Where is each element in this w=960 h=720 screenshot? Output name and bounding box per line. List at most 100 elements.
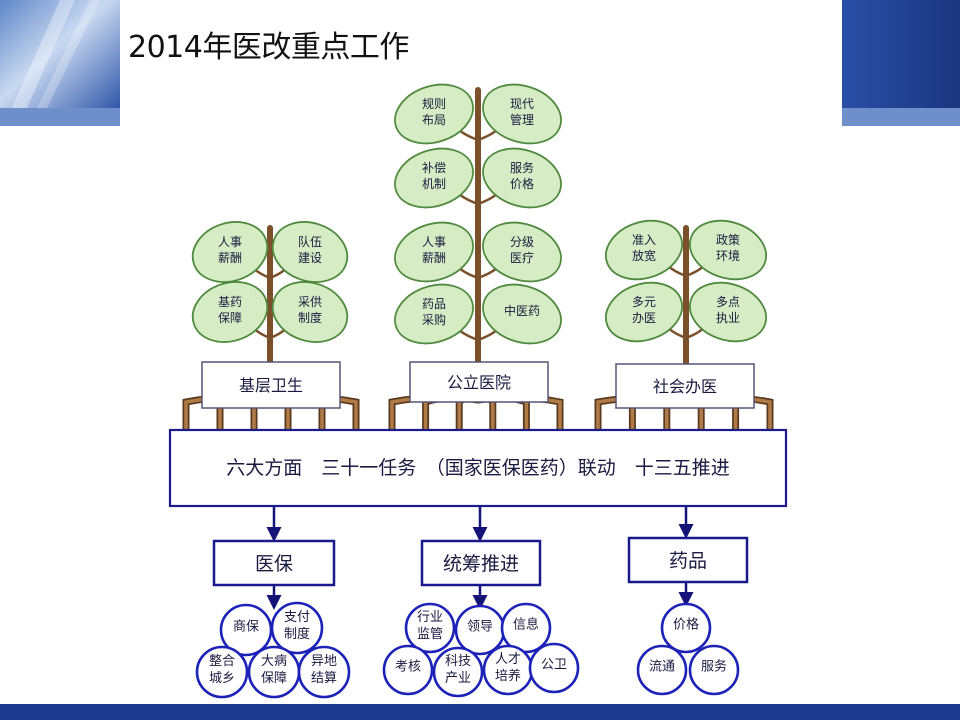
tree-base-box: 基层卫生 <box>201 361 341 409</box>
leaf-label-line1: 多元 <box>632 295 656 309</box>
leaf-label-line1: 服务 <box>510 160 534 175</box>
leaf-shape <box>689 281 767 343</box>
leaf-shape <box>605 219 683 281</box>
leaf-label-line2: 价格 <box>510 176 534 191</box>
category-box: 医保 <box>212 539 336 587</box>
item-circle: 公卫 <box>528 642 580 694</box>
leaf-shape <box>689 219 767 281</box>
leaf-label-line1: 基药 <box>218 295 242 309</box>
leaf-label-line2: 办医 <box>632 310 656 325</box>
category-label: 医保 <box>255 553 293 575</box>
leaf-label-line1: 人事 <box>422 235 446 249</box>
item-circle: 领导 <box>454 604 506 656</box>
tree-base-label: 公立医院 <box>447 373 511 392</box>
leaf-label-line1: 中医药 <box>504 303 540 318</box>
category-label: 药品 <box>669 550 707 572</box>
item-circle-label-line1: 公卫 <box>541 658 567 673</box>
item-circle-label-line1: 异地 <box>311 654 337 669</box>
leaf-label-line2: 薪酬 <box>422 251 446 265</box>
leaf-shape <box>271 221 349 283</box>
item-circle: 服务 <box>688 644 740 696</box>
leaf-label-line1: 补偿 <box>422 160 446 175</box>
leaf-label-line1: 规则 <box>422 96 446 111</box>
item-circle-label: 商保 <box>233 620 259 635</box>
item-circle-label-line2: 保障 <box>261 671 287 686</box>
item-circle: 信息 <box>500 602 552 654</box>
category-box: 药品 <box>627 536 749 584</box>
leaf-label-line2: 管理 <box>510 112 534 127</box>
leaf-label-line2: 薪酬 <box>218 251 242 265</box>
item-circle-label: 公卫 <box>541 658 567 673</box>
tree-base-box: 公立医院 <box>409 361 549 403</box>
item-circle-label-line1: 行业 <box>417 610 443 625</box>
leaf-label: 中医药 <box>504 303 540 318</box>
item-circle: 流通 <box>636 644 688 696</box>
item-circle-label: 服务 <box>701 659 727 675</box>
leaf-label-line1: 多点 <box>716 295 740 309</box>
tree-base-label: 基层卫生 <box>239 376 303 395</box>
item-circle-label-line1: 领导 <box>467 620 493 635</box>
leaf-label-line1: 队伍 <box>298 234 322 249</box>
item-circle-label-line1: 人才 <box>495 652 521 667</box>
leaf-label-line1: 采供 <box>298 295 322 309</box>
item-circle: 商保 <box>219 603 273 657</box>
item-circle-label-line1: 服务 <box>701 659 727 675</box>
item-circle-label-line2: 监管 <box>417 627 443 642</box>
item-circle-label-line1: 流通 <box>649 660 675 675</box>
leaf-shape <box>482 83 562 145</box>
banner-box: 六大方面 三十一任务 （国家医保医药）联动 十三五推进 <box>168 428 788 508</box>
tree-base-box: 社会办医 <box>615 363 755 409</box>
leaf-label-line1: 分级 <box>510 235 534 249</box>
groups-layer: 医保商保支付制度整合城乡大病保障异地结算统筹推进行业监管领导信息考核科技产业人才… <box>195 506 749 699</box>
leaf-label-line1: 药品 <box>422 297 446 311</box>
item-circle-label: 信息 <box>513 617 539 633</box>
leaf-label-line1: 现代 <box>510 97 534 111</box>
item-circle-label-line1: 价格 <box>673 617 699 633</box>
item-circle: 考核 <box>382 644 434 696</box>
leaf-label-line2: 医疗 <box>510 251 534 265</box>
leaf-label-line2: 放宽 <box>632 248 656 263</box>
leaf-label-line1: 准入 <box>632 233 656 247</box>
item-circle-label-line2: 结算 <box>311 671 337 686</box>
item-circle-label-line2: 培养 <box>495 668 521 684</box>
leaf: 中医药 <box>477 283 562 345</box>
